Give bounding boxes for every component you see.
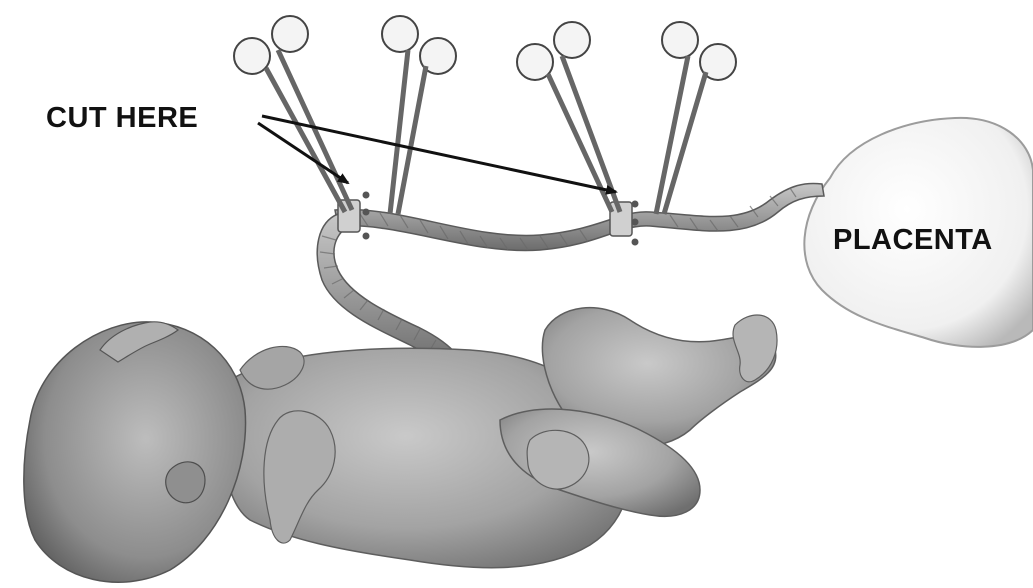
cut-here-label: CUT HERE [46, 102, 198, 135]
newborn-baby [24, 308, 777, 583]
hemostat-clamp-icon [234, 16, 736, 214]
umbilical-cord-horizontal [335, 183, 824, 250]
placenta-label: PLACENTA [833, 224, 993, 257]
